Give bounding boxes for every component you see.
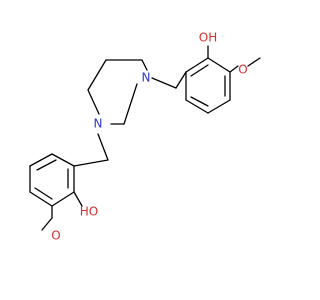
methylene-bond — [97, 133, 109, 161]
top-aryl-group — [151, 45, 261, 114]
hydroxyl-bond — [73, 191, 83, 207]
methylene-bond — [151, 77, 177, 89]
ring-bond — [141, 59, 148, 71]
aryl-bond — [185, 99, 209, 114]
ring-bond — [87, 59, 107, 91]
ring-bond — [87, 89, 100, 115]
hydroxyl-label-top: OH — [199, 31, 217, 45]
methoxy-oxygen-label-bottom: O — [51, 229, 60, 243]
methylene-bond — [175, 71, 187, 89]
nitrogen-label-bottom: N — [94, 117, 103, 131]
aryl-double-bond — [34, 187, 53, 200]
bottom-aryl-group — [29, 133, 109, 231]
aryl-double-bond — [190, 64, 209, 77]
aryl-bond — [51, 153, 75, 167]
molecule-structure: N N OH O HO O — [29, 31, 261, 243]
methoxy-bond — [229, 65, 239, 73]
aryl-bond — [207, 99, 231, 114]
aryl-bond — [51, 191, 75, 207]
methoxy-oxygen-label-top: O — [238, 63, 247, 77]
ring-bond — [123, 83, 138, 125]
aryl-double-bond — [36, 159, 57, 171]
aryl-bond — [185, 57, 209, 73]
methylene-bond — [73, 159, 109, 167]
hydroxyl-label-bottom: HO — [80, 205, 98, 219]
aryl-bond — [29, 191, 53, 207]
aryl-double-bond — [190, 96, 209, 107]
methoxy-bond — [41, 217, 53, 231]
heterocycle-ring — [87, 59, 148, 125]
methoxy-bond — [247, 57, 261, 67]
nitrogen-label-top: N — [142, 71, 151, 85]
aryl-bond — [29, 153, 53, 167]
aryl-bond — [207, 57, 231, 73]
